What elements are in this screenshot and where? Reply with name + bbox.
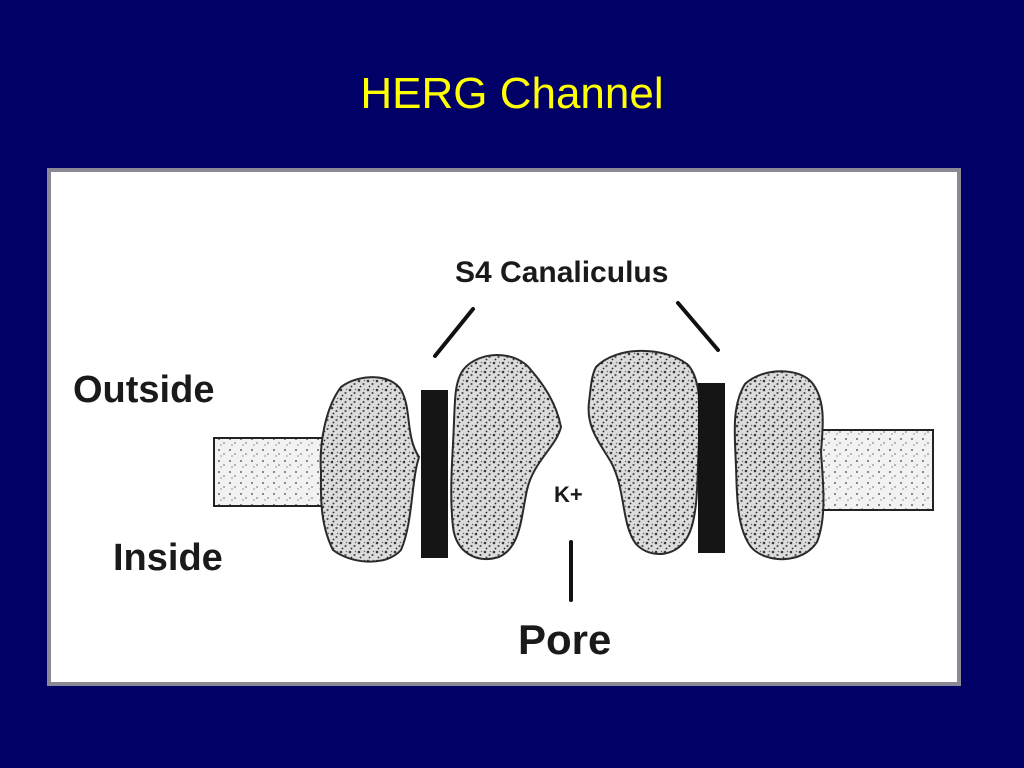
pore-label: Pore — [518, 616, 611, 663]
membrane-left — [213, 437, 330, 507]
channel-subunit-inner-left — [450, 354, 563, 560]
s4-bar-right — [698, 383, 725, 553]
channel-subunit-outer-left — [319, 376, 421, 563]
channel-subunit-inner-right — [587, 349, 701, 555]
s4-bar-left — [421, 390, 448, 558]
membrane-right — [820, 429, 934, 511]
inside-label: Inside — [113, 537, 223, 579]
potassium-ion-label: K+ — [554, 482, 583, 507]
herg-channel-diagram: S4 Canaliculus Outside Inside K+ Pore — [73, 256, 934, 663]
diagram-frame: S4 Canaliculus Outside Inside K+ Pore — [47, 168, 961, 686]
slide-title: HERG Channel — [360, 69, 664, 118]
s4-canaliculus-label: S4 Canaliculus — [455, 256, 668, 289]
s4-pointer-line-right — [676, 301, 720, 352]
s4-pointer-line-left — [433, 307, 475, 358]
channel-subunit-outer-right — [733, 370, 825, 561]
outside-label: Outside — [73, 369, 214, 411]
